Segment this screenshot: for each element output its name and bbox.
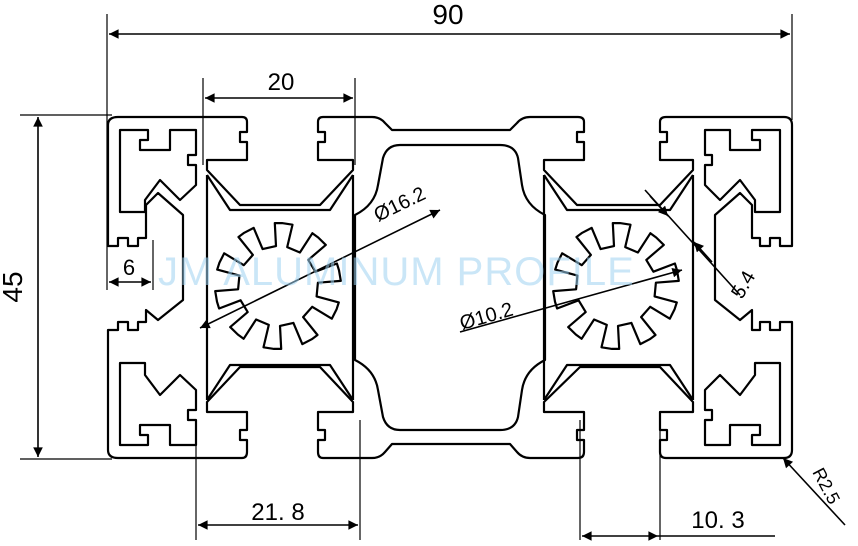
dim-bottom-offset-label: 10. 3 (691, 507, 744, 534)
watermark-text: JM ALUMINUM PROFILE (158, 250, 635, 294)
dim-pitch-label: 20 (268, 69, 295, 96)
dim-height-label: 45 (0, 271, 28, 302)
profile-outline (106, 115, 794, 460)
dim-wall-label: 5.4 (727, 267, 760, 302)
dim-inner-bore-label: Ø10.2 (457, 299, 515, 335)
dim-slot-width-label: 6 (123, 255, 135, 280)
dim-width-label: 90 (432, 0, 463, 30)
right-bore (552, 222, 680, 350)
dim-radius-label: R2.5 (808, 464, 844, 507)
dim-bottom-pitch-label: 21. 8 (251, 499, 304, 526)
dimension-lines (33, 29, 846, 541)
left-bore (214, 222, 342, 350)
